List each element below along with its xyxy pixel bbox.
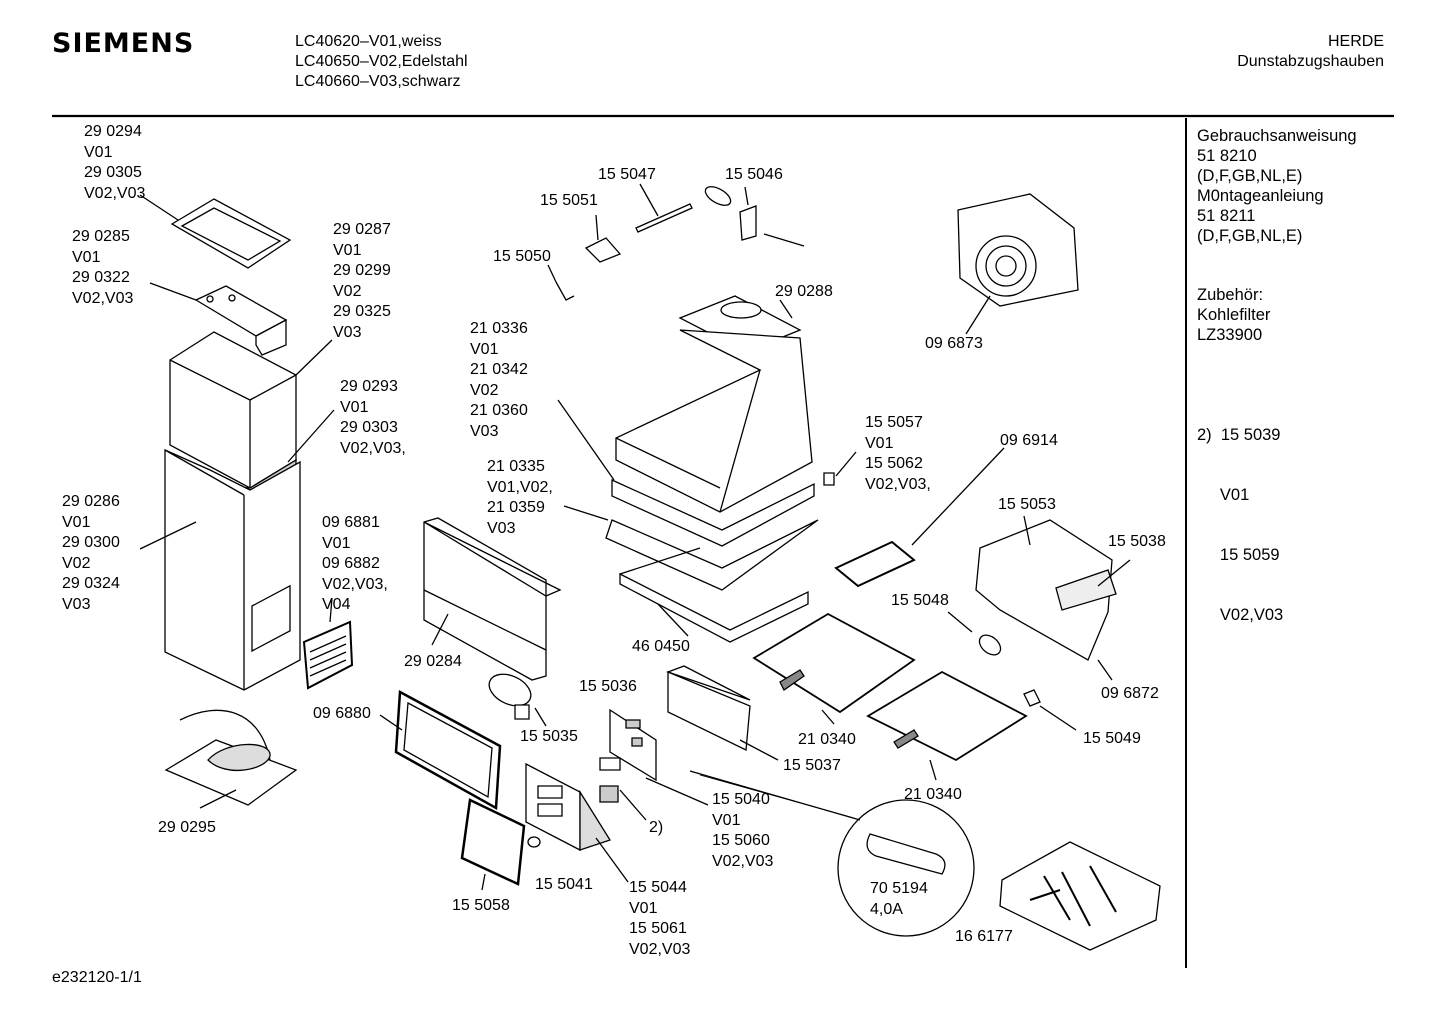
part-label: 29 0284 bbox=[404, 653, 462, 670]
sidebar-line: 15 5059 bbox=[1197, 546, 1280, 564]
part-label: 29 0288 bbox=[775, 283, 833, 300]
part-label: 15 5058 bbox=[452, 897, 510, 914]
category-label: HERDE bbox=[1327, 33, 1384, 50]
model-list: LC40620–V01,weiss LC40650–V02,Edelstahl … bbox=[295, 32, 468, 92]
sidebar-line: M0ntageanleiung bbox=[1197, 187, 1324, 205]
switch-drawing bbox=[824, 452, 856, 485]
sidebar-line: Kohlefilter bbox=[1197, 306, 1271, 324]
part-label: 2) bbox=[649, 819, 664, 836]
sidebar-line: LZ33900 bbox=[1197, 326, 1263, 344]
part-label: 15 5038 bbox=[1108, 533, 1166, 550]
sidebar-line: (D,F,GB,NL,E) bbox=[1197, 227, 1303, 245]
brand-logo: SIEMENS bbox=[52, 28, 195, 59]
back-panel-drawing bbox=[424, 518, 560, 680]
sensor-bracket-drawing bbox=[586, 215, 620, 262]
elbow-drawing bbox=[166, 710, 296, 808]
part-label: 15 5053 bbox=[998, 496, 1056, 513]
sidebar-accessories: Zubehör: Kohlefilter LZ33900 bbox=[1197, 285, 1270, 345]
part-label: 16 6177 bbox=[955, 928, 1013, 945]
rail-drawing bbox=[636, 184, 692, 232]
part-label: 09 6914 bbox=[1000, 432, 1058, 449]
model-line: LC40620–V01,weiss bbox=[295, 33, 442, 50]
sidebar-line: 51 8211 bbox=[1197, 207, 1256, 225]
lamp-socket-drawing bbox=[1024, 690, 1076, 730]
sidebar-line: V02,V03 bbox=[1197, 606, 1284, 624]
hood-body-drawing bbox=[558, 296, 818, 642]
fuse-callout-drawing bbox=[690, 771, 974, 936]
sidebar-line: 2) 15 5039 bbox=[1197, 426, 1281, 444]
grille-drawing bbox=[304, 598, 352, 688]
capacitor-drawing bbox=[484, 668, 546, 726]
part-label: 09 6873 bbox=[925, 335, 983, 352]
lamp-holder-drawing bbox=[702, 183, 804, 246]
part-label: 21 0340 bbox=[904, 786, 962, 803]
part-label: 15 5037 bbox=[783, 757, 841, 774]
lower-chimney-drawing bbox=[140, 450, 300, 690]
glass-panel-drawing bbox=[462, 800, 524, 890]
part-label: 15 5051 bbox=[540, 192, 598, 209]
sidebar-line: (D,F,GB,NL,E) bbox=[1197, 167, 1303, 185]
screw-bag-drawing bbox=[1000, 842, 1160, 950]
model-line: LC40650–V02,Edelstahl bbox=[295, 53, 468, 70]
sidebar-line: Zubehör: bbox=[1197, 286, 1264, 304]
part-label: 15 5048 bbox=[891, 592, 949, 609]
grease-filter-drawing bbox=[754, 614, 914, 724]
subcategory-label: Dunstabzugshauben bbox=[1237, 53, 1384, 70]
control-panel-drawing bbox=[526, 764, 628, 882]
part-label: 09 6872 bbox=[1101, 685, 1159, 702]
sidebar-manual: Gebrauchsanweisung 51 8210 (D,F,GB,NL,E)… bbox=[1197, 126, 1357, 246]
part-label: 29 0295 bbox=[158, 819, 216, 836]
trim-frame-drawing bbox=[380, 692, 500, 808]
lamp-drawing bbox=[948, 612, 1004, 659]
part-label: 15 5047 bbox=[598, 166, 656, 183]
part-label: 15 5046 bbox=[725, 166, 783, 183]
model-line: LC40660–V03,schwarz bbox=[295, 73, 461, 90]
part-label: 46 0450 bbox=[632, 638, 690, 655]
clip-drawing bbox=[548, 265, 574, 300]
part-label: 15 5050 bbox=[493, 248, 551, 265]
control-module-drawing bbox=[976, 516, 1130, 680]
sidebar-line: V01 bbox=[1197, 486, 1250, 504]
part-label: 09 6880 bbox=[313, 705, 371, 722]
header-category: HERDE Dunstabzugshauben bbox=[1237, 32, 1384, 72]
bracket-drawing bbox=[150, 283, 286, 355]
blower-drawing bbox=[958, 194, 1078, 334]
part-label: 15 5041 bbox=[535, 876, 593, 893]
sidebar-line: Gebrauchsanweisung bbox=[1197, 127, 1357, 145]
electronics-housing-drawing bbox=[668, 666, 778, 760]
document-code: e232120-1/1 bbox=[52, 969, 142, 986]
lamp-cover-drawing bbox=[836, 448, 1004, 586]
part-label: 15 5035 bbox=[520, 728, 578, 745]
grease-filter-drawing bbox=[868, 672, 1026, 780]
part-label: 15 5049 bbox=[1083, 730, 1141, 747]
top-frame-drawing bbox=[140, 195, 290, 268]
part-label: 15 5036 bbox=[579, 678, 637, 695]
part-label: 21 0340 bbox=[798, 731, 856, 748]
sidebar-line: 51 8210 bbox=[1197, 147, 1257, 165]
sidebar-note: 2) 15 5039 V01 15 5059 V02,V03 bbox=[1197, 385, 1283, 645]
circuit-board-drawing bbox=[600, 710, 708, 820]
